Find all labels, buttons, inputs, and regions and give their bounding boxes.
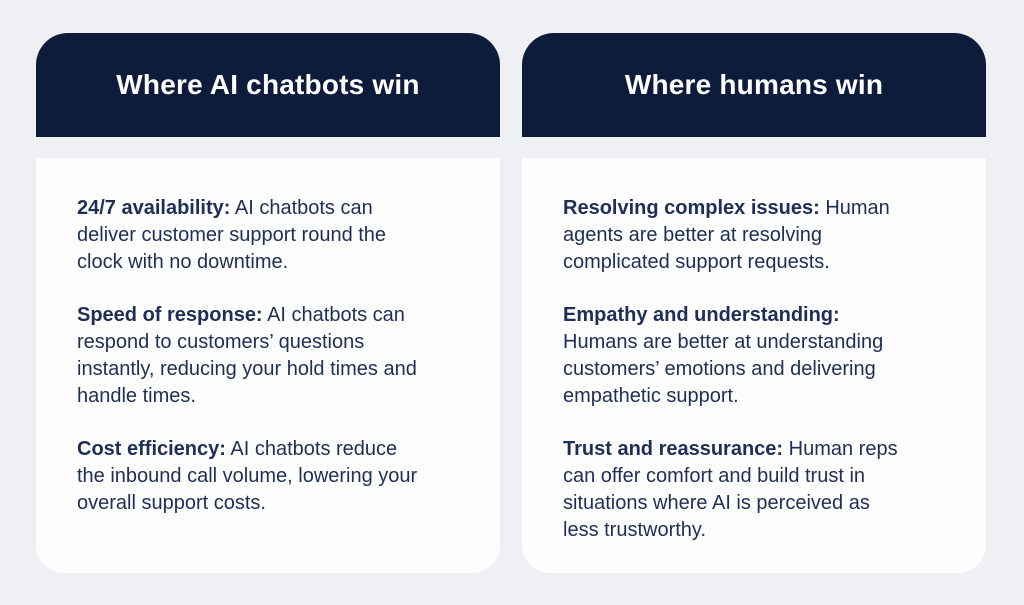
column-humans: Where humans win Resolving complex issue… [522, 33, 986, 573]
benefit-text: AI chatbots can deliver customer support… [77, 197, 387, 273]
benefit-item: Speed of response: AI chatbots can respo… [77, 302, 418, 410]
benefit-label: Empathy and understanding: [563, 304, 840, 326]
column-title-humans: Where humans win [624, 69, 884, 100]
column-header-humans: Where humans win [522, 33, 986, 137]
column-card-ai-chatbots: 24/7 availability: AI chatbots can deliv… [36, 158, 500, 573]
column-title-ai-chatbots: Where AI chatbots win [116, 69, 420, 100]
benefit-text: Humans are better at understanding custo… [563, 331, 884, 407]
benefit-item: Trust and reassurance: Human reps can of… [563, 436, 904, 544]
benefit-text: AI chatbots can respond to customers’ qu… [77, 304, 417, 407]
column-ai-chatbots: Where AI chatbots win 24/7 availability:… [36, 33, 500, 573]
benefit-item: Cost efficiency: AI chatbots reduce the … [77, 436, 418, 517]
benefit-item: 24/7 availability: AI chatbots can deliv… [77, 195, 418, 276]
column-header-ai-chatbots: Where AI chatbots win [36, 33, 500, 137]
benefit-item: Empathy and understanding: Humans are be… [563, 302, 904, 410]
benefit-item: Resolving complex issues: Human agents a… [563, 195, 904, 276]
benefit-label: Trust and reassurance: [563, 438, 784, 460]
benefit-label: Resolving complex issues: [563, 197, 820, 219]
benefit-label: 24/7 availability: [77, 197, 231, 219]
benefit-text: Human reps can offer comfort and build t… [563, 438, 898, 541]
benefit-label: Speed of response: [77, 304, 263, 326]
benefit-text: AI chatbots reduce the inbound call volu… [77, 438, 418, 514]
comparison-columns: Where AI chatbots win 24/7 availability:… [36, 33, 986, 573]
benefit-label: Cost efficiency: [77, 438, 226, 460]
column-card-humans: Resolving complex issues: Human agents a… [522, 158, 986, 573]
benefit-text: Human agents are better at resolving com… [563, 197, 890, 273]
